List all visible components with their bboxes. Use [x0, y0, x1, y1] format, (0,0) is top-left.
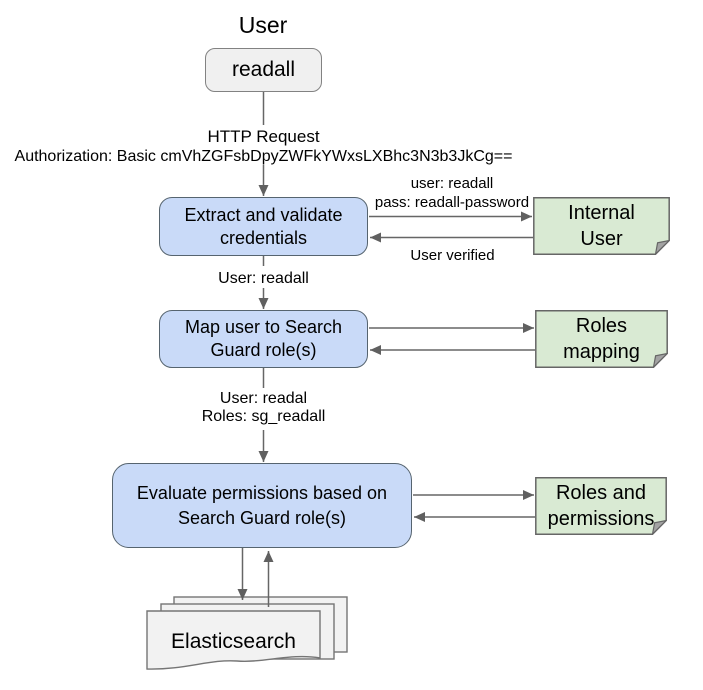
edge-label-user-roles: User: readal Roles: sg_readall — [201, 390, 326, 425]
edge-label-credentials: user: readall pass: readall-password — [374, 175, 530, 211]
datastore-elasticsearch-label: Elasticsearch — [171, 630, 296, 653]
flowchart-title: User — [238, 12, 288, 38]
note-internal-user-label: Internal User — [568, 202, 635, 250]
folded-corner — [652, 352, 668, 368]
process-extract-credentials: Extract and validate credentials — [159, 197, 368, 256]
authorization-header-line: Authorization: Basic cmVhZGFsbDpyZWFkYWx… — [14, 148, 513, 165]
process-extract-credentials-label: Extract and validate credentials — [184, 204, 343, 248]
note-roles-permissions-label: Roles and permissions — [547, 482, 655, 530]
process-map-roles: Map user to Search Guard role(s) — [159, 310, 368, 368]
user-terminal-node: readall — [205, 48, 322, 92]
document-stack-shape — [146, 596, 348, 670]
datastore-elasticsearch: Elasticsearch — [140, 590, 355, 678]
edge-label-user-verified: User verified — [410, 247, 495, 264]
note-roles-mapping: Roles mapping — [535, 310, 668, 368]
http-request-label: HTTP Request Authorization: Basic cmVhZG… — [3, 126, 524, 166]
edge-label-user-readall: User: readall — [218, 270, 309, 287]
note-shape — [535, 310, 668, 368]
note-shape — [535, 477, 667, 535]
note-internal-user: Internal User — [533, 197, 670, 255]
user-terminal-label: readall — [231, 58, 296, 81]
process-evaluate-permissions-label: Evaluate permissions based on Search Gua… — [136, 482, 388, 528]
process-map-roles-label: Map user to Search Guard role(s) — [184, 317, 343, 360]
note-shape — [533, 197, 670, 255]
http-request-line: HTTP Request — [207, 127, 320, 146]
folded-corner — [654, 239, 670, 255]
folded-corner — [651, 519, 667, 535]
document-page-front — [146, 610, 321, 670]
note-roles-mapping-label: Roles mapping — [563, 315, 640, 363]
note-roles-permissions: Roles and permissions — [535, 477, 667, 535]
process-evaluate-permissions: Evaluate permissions based on Search Gua… — [112, 463, 412, 548]
